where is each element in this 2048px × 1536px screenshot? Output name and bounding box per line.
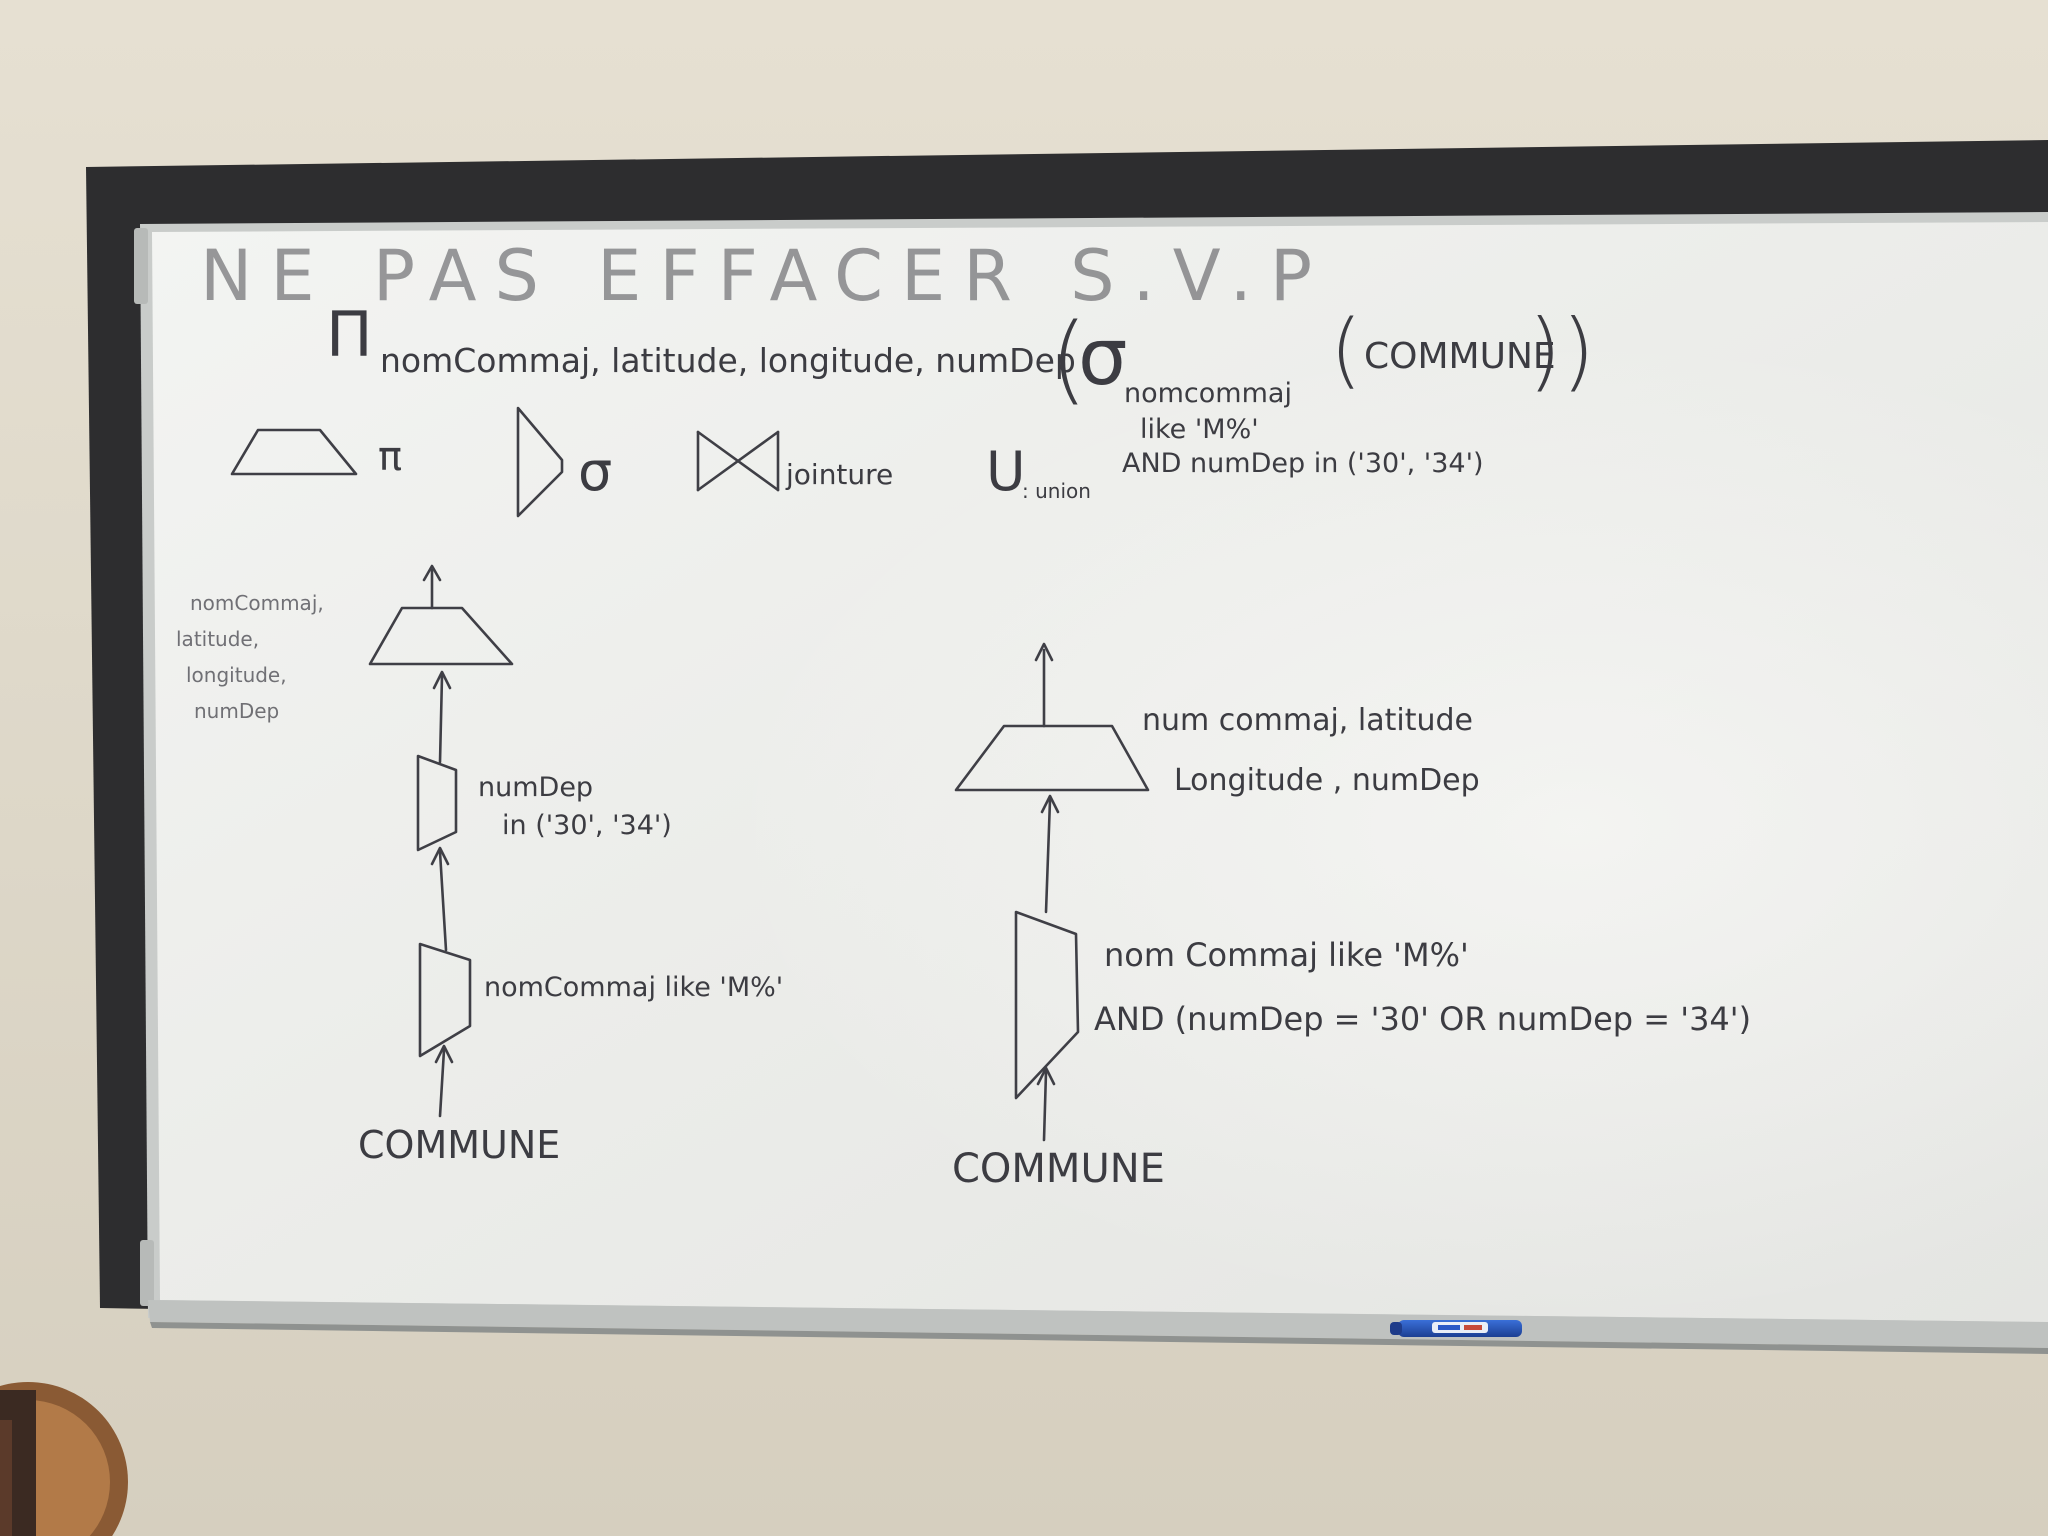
right-selection-line2: AND (numDep = '30' OR numDep = '34') xyxy=(1094,1000,1751,1038)
selection-label: σ xyxy=(578,440,612,503)
left-query-tree: nomCommaj, latitude, longitude, numDep n… xyxy=(176,564,783,1167)
right-projection-line1: num commaj, latitude xyxy=(1142,703,1473,738)
relation-commune: COMMUNE xyxy=(1364,336,1556,377)
left-projection-attr-1: nomCommaj, xyxy=(190,591,324,615)
whiteboard-glare xyxy=(152,222,2048,1322)
board-bracket-left xyxy=(134,228,148,304)
operator-legend: π σ jointure U : union xyxy=(230,406,1091,518)
projection-shape-icon xyxy=(230,428,358,476)
erased-ghost-writing: NE PAS EFFACER S.V.P xyxy=(200,235,1330,317)
join-label: jointure xyxy=(785,458,893,491)
sigma-condition-line1: nomcommaj xyxy=(1124,378,1292,409)
pi-subscript: nomCommaj, latitude, longitude, numDep xyxy=(380,341,1076,380)
pi-symbol: Π xyxy=(326,298,373,371)
sigma-condition-line2: like 'M%' xyxy=(1140,414,1259,445)
left-projection-attr-3: longitude, xyxy=(186,663,287,687)
outer-open-paren: ( xyxy=(1050,303,1087,415)
marker-tray-shadow xyxy=(150,1322,2048,1354)
marker-tray xyxy=(148,1300,2048,1348)
join-shape-icon xyxy=(696,430,780,492)
union-label: : union xyxy=(1022,479,1091,503)
right-query-tree: num commaj, latitude Longitude , numDep … xyxy=(952,642,1751,1192)
sigma-condition-line3: AND numDep in ('30', '34') xyxy=(1122,448,1484,479)
right-selection-node xyxy=(1014,910,1080,1100)
relational-algebra-expression: Π nomCommaj, latitude, longitude, numDep… xyxy=(326,298,1595,479)
right-source-commune: COMMUNE xyxy=(952,1146,1165,1192)
left-selection-numdep-line2: in ('30', '34') xyxy=(502,810,672,841)
chair-object xyxy=(0,1382,128,1536)
inner-open-paren: ( xyxy=(1330,303,1362,398)
left-source-commune: COMMUNE xyxy=(358,1123,560,1167)
blue-marker xyxy=(1390,1320,1522,1337)
selection-shape-icon xyxy=(516,406,564,518)
left-projection-node xyxy=(368,606,514,666)
left-selection-numdep-line1: numDep xyxy=(478,772,593,803)
sigma-symbol: σ xyxy=(1078,313,1127,403)
left-projection-attr-4: numDep xyxy=(194,699,279,723)
projection-label: π xyxy=(378,434,402,480)
left-selection-nomcommaj-node xyxy=(418,942,472,1058)
close-parens: )) xyxy=(1528,301,1595,401)
right-projection-node xyxy=(954,724,1150,792)
union-symbol: U xyxy=(986,440,1026,503)
left-selection-numdep-node xyxy=(416,754,458,852)
left-selection-nomcommaj-label: nomCommaj like 'M%' xyxy=(484,972,783,1003)
right-selection-line1: nom Commaj like 'M%' xyxy=(1104,936,1469,974)
right-projection-line2: Longitude , numDep xyxy=(1174,763,1480,798)
left-projection-attr-2: latitude, xyxy=(176,627,259,651)
board-bracket-left-lower xyxy=(140,1240,154,1306)
